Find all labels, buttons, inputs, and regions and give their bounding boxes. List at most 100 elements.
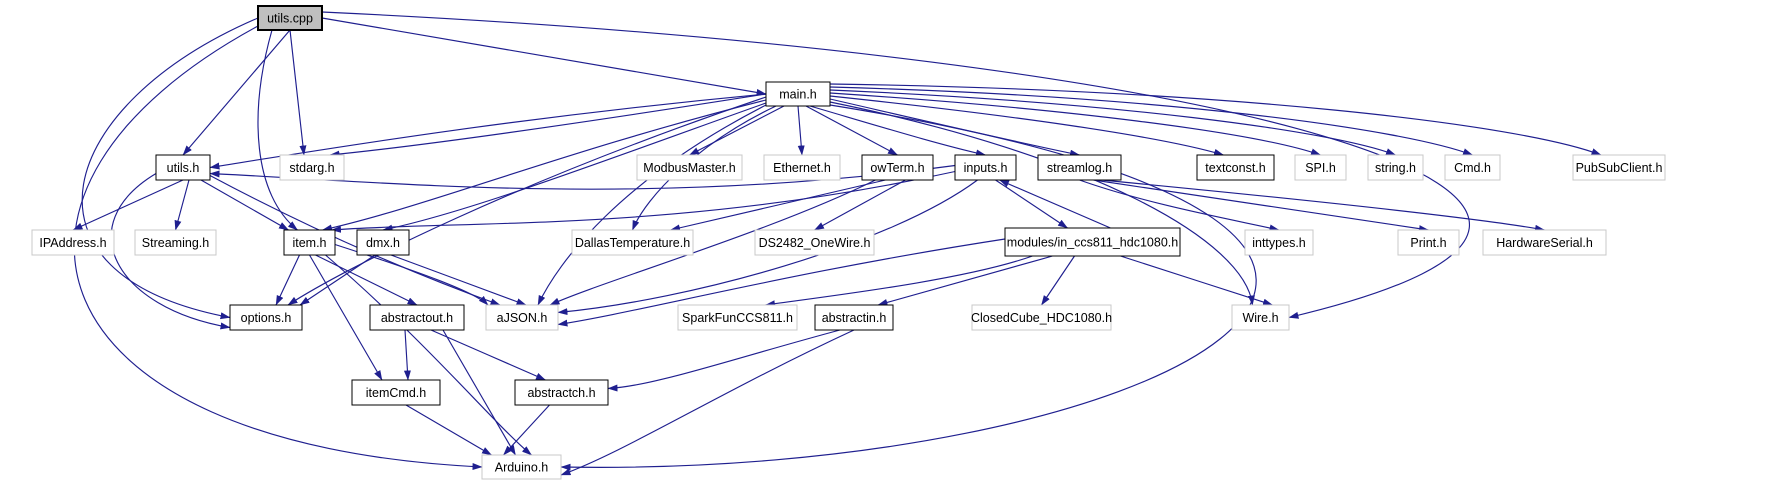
edge-utils-h-to-streaming-h xyxy=(174,179,190,231)
edge-main-h-to-textconst-h xyxy=(829,95,1224,156)
node-label: owTerm.h xyxy=(870,161,924,175)
node-string-h: string.h xyxy=(1367,154,1424,181)
node-utils-h[interactable]: utils.h xyxy=(155,154,211,181)
node-label: ModbusMaster.h xyxy=(643,161,735,175)
node-box[interactable] xyxy=(369,304,465,331)
node-stdarg-h: stdarg.h xyxy=(279,154,345,181)
node-pubsubclient-h: PubSubClient.h xyxy=(1572,154,1666,181)
node-label: itemCmd.h xyxy=(366,386,426,400)
node-box[interactable] xyxy=(814,304,894,331)
node-label: DallasTemperature.h xyxy=(575,236,690,250)
node-box[interactable] xyxy=(229,304,303,331)
edge-in-ccs811-to-ajson-h xyxy=(557,238,1006,327)
edge-main-h-to-ethernet-h xyxy=(797,105,805,156)
node-abstractch-h[interactable]: abstractch.h xyxy=(514,379,609,406)
edge-main-h-to-utils-h xyxy=(209,93,767,170)
node-label: Streaming.h xyxy=(142,236,209,250)
edge-main-h-to-stdarg-h xyxy=(329,93,767,158)
node-label: utils.cpp xyxy=(267,12,313,26)
node-in-ccs811[interactable]: modules/in_ccs811_hdc1080.h xyxy=(1004,227,1181,257)
node-label: stdarg.h xyxy=(289,161,334,175)
node-abstractout-h[interactable]: abstractout.h xyxy=(369,304,465,331)
node-label: inttypes.h xyxy=(1252,236,1306,250)
node-inttypes-h: inttypes.h xyxy=(1244,229,1314,256)
node-label: item.h xyxy=(292,236,326,250)
node-box xyxy=(1294,154,1347,181)
edge-main-h-to-item-h xyxy=(322,99,767,232)
node-box[interactable] xyxy=(1196,154,1275,181)
node-inputs-h[interactable]: inputs.h xyxy=(954,154,1017,181)
node-streamlog-h[interactable]: streamlog.h xyxy=(1037,154,1122,181)
node-box xyxy=(571,229,694,256)
node-label: HardwareSerial.h xyxy=(1496,236,1593,250)
node-label: Wire.h xyxy=(1242,311,1278,325)
node-sparkfunccs811-h: SparkFunCCS811.h xyxy=(677,304,798,331)
node-box[interactable] xyxy=(283,229,336,256)
node-label: abstractout.h xyxy=(381,311,453,325)
node-box xyxy=(485,304,559,331)
edge-in-ccs811-to-wire-h xyxy=(1120,255,1273,306)
node-label: utils.h xyxy=(167,161,200,175)
node-owterm-h[interactable]: owTerm.h xyxy=(861,154,934,181)
edge-dmx-h-to-ajson-h xyxy=(390,254,527,306)
node-label: Cmd.h xyxy=(1454,161,1491,175)
node-label: ClosedCube_HDC1080.h xyxy=(971,311,1112,325)
node-box xyxy=(971,304,1112,331)
node-label: inputs.h xyxy=(964,161,1008,175)
edge-in-ccs811-to-closedcube-h xyxy=(1041,255,1075,306)
node-options-h[interactable]: options.h xyxy=(229,304,303,331)
node-utils-cpp: utils.cpp xyxy=(257,5,323,31)
node-label: string.h xyxy=(1375,161,1416,175)
edge-in-ccs811-to-abstractin-h xyxy=(877,255,1053,306)
node-itemcmd-h[interactable]: itemCmd.h xyxy=(351,379,441,406)
node-ds2482-onewire-h: DS2482_OneWire.h xyxy=(754,229,875,256)
node-box xyxy=(279,154,345,181)
node-spi-h: SPI.h xyxy=(1294,154,1347,181)
edge-utils-h-to-options-h xyxy=(110,173,231,330)
node-label: PubSubClient.h xyxy=(1576,161,1663,175)
node-box xyxy=(1572,154,1666,181)
node-box[interactable] xyxy=(765,81,831,107)
node-ipaddress-h: IPAddress.h xyxy=(31,229,115,256)
node-dmx-h[interactable]: dmx.h xyxy=(356,229,410,256)
edge-owterm-h-to-ds2482-onewire-h xyxy=(814,179,906,231)
node-box[interactable] xyxy=(356,229,410,256)
node-item-h[interactable]: item.h xyxy=(283,229,336,256)
edge-streamlog-h-to-print-h xyxy=(1093,179,1429,233)
node-main-h[interactable]: main.h xyxy=(765,81,831,107)
edge-utils-h-to-item-h xyxy=(200,179,289,231)
node-label: Print.h xyxy=(1410,236,1446,250)
edge-main-h-to-inputs-h xyxy=(809,105,986,157)
edge-main-h-to-dmx-h xyxy=(382,102,767,232)
node-box xyxy=(1244,229,1314,256)
edge-utils-cpp-to-arduino-h xyxy=(73,25,483,471)
node-ajson-h: aJSON.h xyxy=(485,304,559,331)
node-label: options.h xyxy=(241,311,292,325)
edge-utils-h-to-ipaddress-h xyxy=(72,179,184,231)
edge-main-h-to-ajson-h xyxy=(537,104,767,306)
node-textconst-h[interactable]: textconst.h xyxy=(1196,154,1275,181)
node-box xyxy=(636,154,743,181)
node-hardwareserial-h: HardwareSerial.h xyxy=(1482,229,1607,256)
edge-utils-cpp-to-main-h xyxy=(321,17,767,96)
edge-item-h-to-itemcmd-h xyxy=(309,254,383,381)
edge-item-h-to-abstractout-h xyxy=(315,254,418,306)
edge-main-h-to-string-h xyxy=(829,89,1396,156)
node-label: streamlog.h xyxy=(1047,161,1112,175)
node-box[interactable] xyxy=(155,154,211,181)
node-label: SPI.h xyxy=(1305,161,1336,175)
node-box[interactable] xyxy=(861,154,934,181)
node-label: DS2482_OneWire.h xyxy=(759,236,871,250)
node-box xyxy=(754,229,875,256)
node-box[interactable] xyxy=(1004,227,1181,257)
node-box xyxy=(1367,154,1424,181)
node-box[interactable] xyxy=(351,379,441,406)
node-box[interactable] xyxy=(954,154,1017,181)
node-box[interactable] xyxy=(514,379,609,406)
edge-in-ccs811-to-inputs-h xyxy=(999,179,1111,229)
node-label: abstractin.h xyxy=(822,311,887,325)
node-box[interactable] xyxy=(1037,154,1122,181)
node-box xyxy=(1231,304,1290,331)
node-abstractin-h[interactable]: abstractin.h xyxy=(814,304,894,331)
